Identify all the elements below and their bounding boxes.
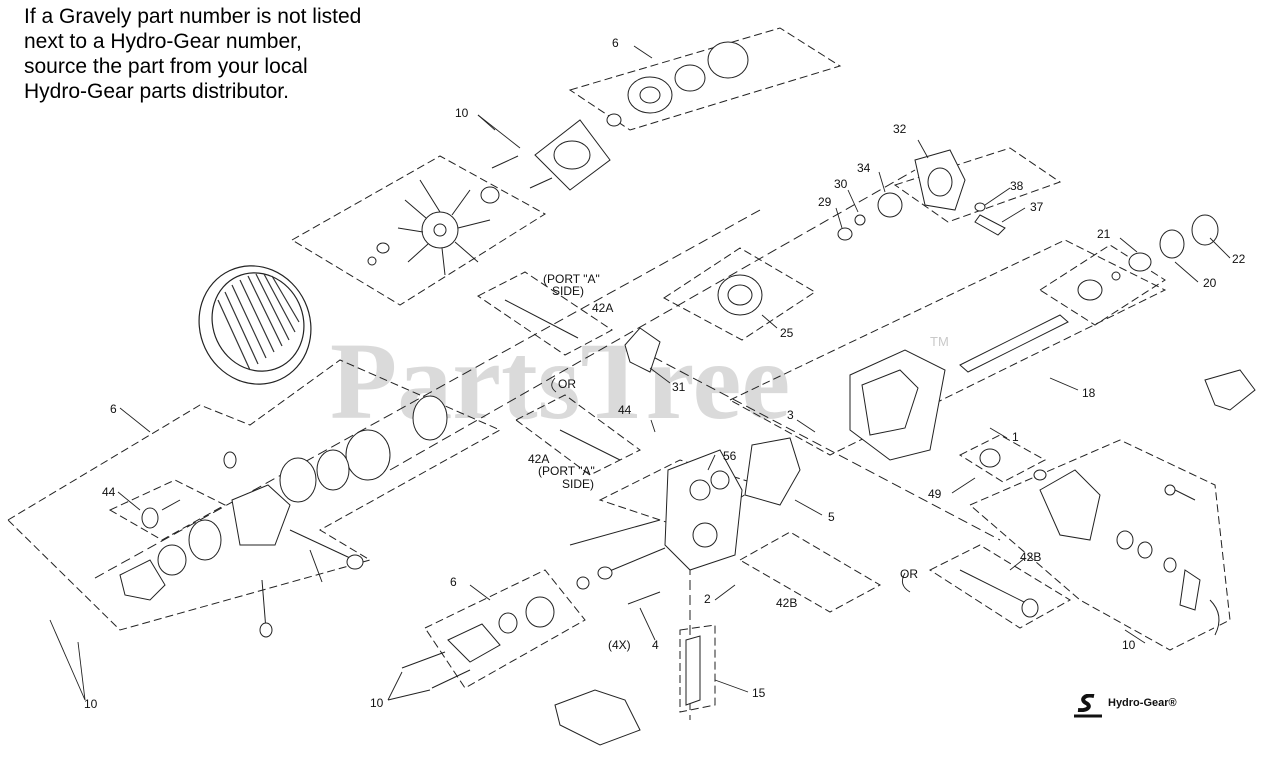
watermark-tm: TM	[930, 334, 949, 349]
group-box-15	[679, 624, 716, 713]
parts-note: If a Gravely part number is not listed n…	[24, 4, 361, 104]
label-25: 25	[780, 326, 794, 340]
label-10-bottom: 10	[370, 696, 384, 710]
label-31: 31	[672, 380, 686, 394]
gear-housing-parts	[624, 149, 1219, 373]
center-section-block	[504, 299, 801, 605]
label-2: 2	[704, 592, 711, 606]
hydro-gear-logo-text: Hydro-Gear®	[1108, 697, 1177, 709]
label-10-right: 10	[1122, 638, 1136, 652]
label-5: 5	[828, 510, 835, 524]
label-18: 18	[1082, 386, 1096, 400]
label-22: 22	[1232, 252, 1246, 266]
group-box-49	[958, 434, 1047, 483]
label-or-1: OR	[558, 377, 576, 391]
label-3: 3	[787, 408, 794, 422]
label-or-2: OR	[900, 567, 918, 581]
fan-shroud-part	[198, 265, 312, 385]
group-box-6-bottom	[424, 569, 586, 689]
note-line-1: If a Gravely part number is not listed	[24, 5, 362, 28]
label-10-top: 10	[455, 106, 469, 120]
label-1: 1	[1012, 430, 1019, 444]
group-box-42b-right	[928, 544, 1071, 629]
group-box-44-left	[108, 479, 227, 541]
label-21: 21	[1097, 227, 1111, 241]
label-4: 4	[652, 638, 659, 652]
axis-line-1	[94, 209, 761, 579]
label-15: 15	[752, 686, 766, 700]
note-line-2: next to a Hydro-Gear number,	[24, 30, 302, 53]
axis-line-3	[639, 349, 1001, 541]
label-42b-right: 42B	[1020, 550, 1041, 564]
label-37: 37	[1030, 200, 1044, 214]
label-56: 56	[723, 449, 737, 463]
label-42b-mid: 42B	[776, 596, 797, 610]
label-42a-top-line1: (PORT "A"	[543, 272, 600, 286]
label-44-left: 44	[102, 485, 116, 499]
main-housing-and-shaft	[849, 314, 1069, 481]
label-49: 49	[928, 487, 942, 501]
label-4x: (4X)	[608, 638, 631, 652]
label-44-mid: 44	[618, 403, 632, 417]
note-line-4: Hydro-Gear parts distributor.	[24, 80, 289, 103]
label-20: 20	[1203, 276, 1217, 290]
group-box-42b-mid	[738, 531, 882, 613]
label-30: 30	[834, 177, 848, 191]
label-38: 38	[1010, 179, 1024, 193]
label-42a-mid-line1: 42A	[528, 452, 549, 466]
axis-line-2	[389, 169, 916, 471]
hydro-gear-logo-icon	[1074, 693, 1104, 713]
charge-pump-parts	[119, 395, 448, 638]
watermark-text: PartsTree	[330, 320, 790, 442]
label-42a-mid-line3: SIDE)	[562, 477, 594, 491]
group-box-42a-mid	[515, 394, 641, 476]
group-box-20	[1039, 244, 1166, 326]
leader-lines	[49, 45, 1231, 701]
hydro-gear-logo: Hydro-Gear®	[1074, 693, 1177, 713]
group-box-control-arm	[969, 439, 1231, 651]
label-6-bottom: 6	[450, 575, 457, 589]
label-6-top: 6	[612, 36, 619, 50]
label-10-left: 10	[84, 697, 98, 711]
control-arm-parts	[959, 369, 1256, 636]
group-box-fan	[291, 155, 546, 306]
group-box-18	[728, 239, 1167, 456]
label-29: 29	[818, 195, 832, 209]
note-line-3: source the part from your local	[24, 55, 308, 78]
label-42a-top-line2: SIDE)	[552, 284, 584, 298]
group-box-6-left	[7, 359, 502, 631]
cooling-fan-part	[367, 179, 491, 276]
group-box-25	[663, 247, 816, 341]
top-bearing-parts	[480, 41, 749, 204]
label-42a-top-line3: 42A	[592, 301, 613, 315]
label-42a-mid-line2: (PORT "A"	[538, 464, 595, 478]
bottom-cover-parts	[401, 596, 701, 746]
label-32: 32	[893, 122, 907, 136]
label-34: 34	[857, 161, 871, 175]
group-box-42a-top	[477, 271, 613, 356]
label-6-left: 6	[110, 402, 117, 416]
group-box-32	[893, 147, 1062, 223]
